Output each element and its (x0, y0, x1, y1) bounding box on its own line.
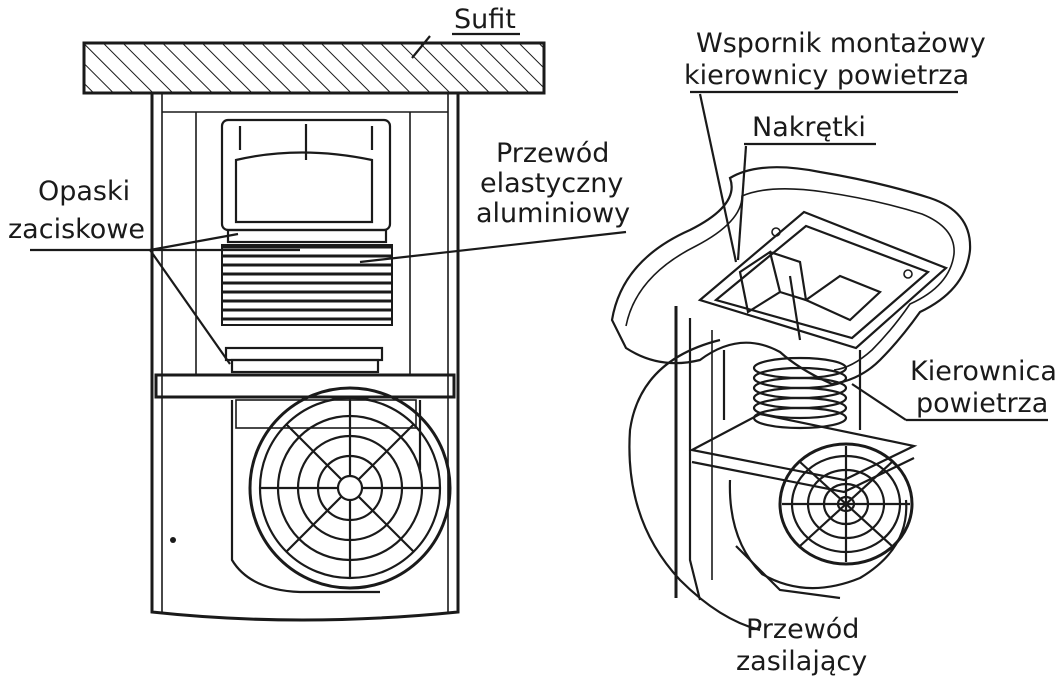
label-deflector-2: powietrza (916, 388, 1048, 419)
label-cable-1: Przewód (746, 614, 859, 645)
label-clamps-2: zaciskowe (8, 214, 145, 245)
support-beam (154, 373, 456, 399)
label-duct-1: Przewód (496, 138, 609, 169)
label-duct-3: aluminiowy (476, 198, 630, 229)
fan-grille-perspective (778, 442, 914, 566)
label-cable-2: zasilający (736, 646, 867, 677)
label-bracket-1: Wspornik montażowy (696, 28, 986, 59)
label-clamps-1: Opaski (38, 176, 130, 207)
ceiling-outline (610, 166, 972, 386)
air-deflector (722, 350, 862, 430)
fan-grille (248, 386, 452, 590)
label-duct-2: elastyczny (480, 168, 623, 199)
power-cable (628, 338, 761, 632)
label-deflector-1: Kierownica (910, 356, 1056, 387)
label-ceiling: Sufit (454, 4, 516, 35)
front-view (82, 41, 546, 622)
perspective-view (610, 166, 972, 632)
flexible-duct (221, 244, 393, 326)
ceiling-slab (82, 41, 546, 95)
label-nuts: Nakrętki (752, 112, 866, 143)
label-bracket-2: kierownicy powietrza (684, 60, 969, 91)
chimney-body (150, 93, 460, 622)
